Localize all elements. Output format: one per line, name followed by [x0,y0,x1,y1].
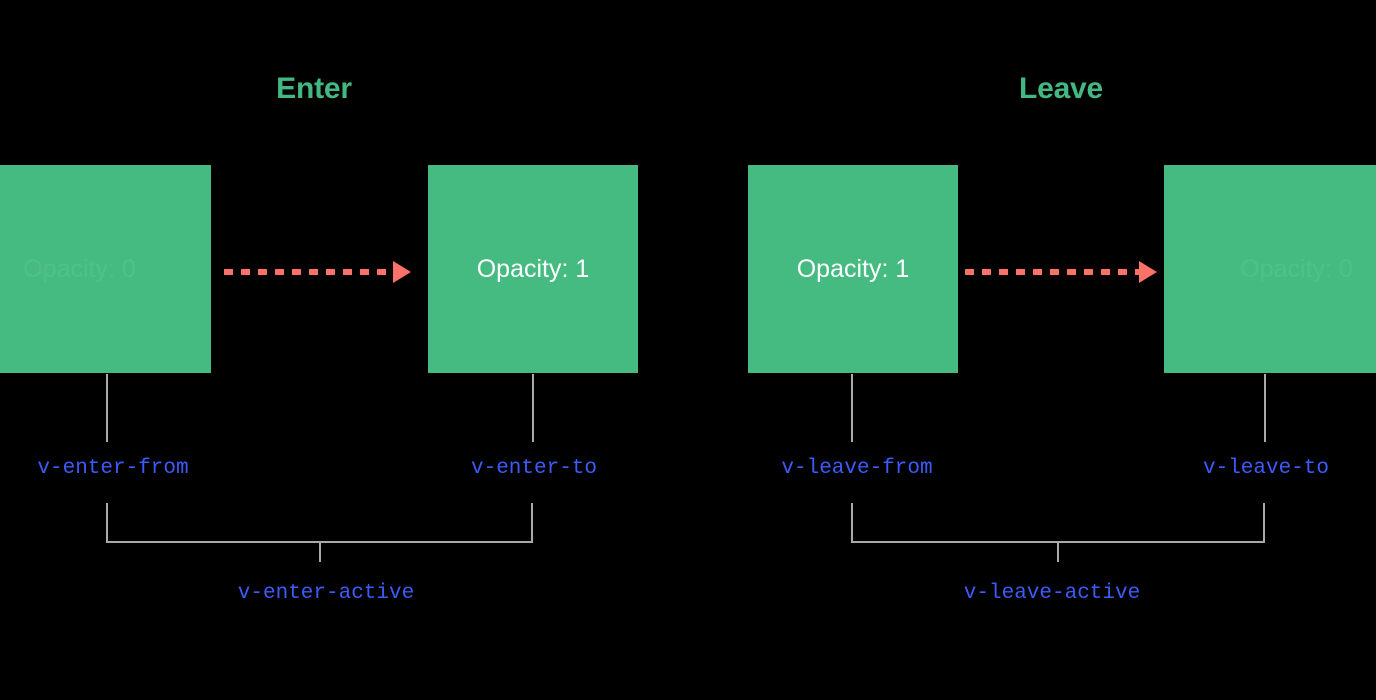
class-label-v-enter-active: v-enter-active [237,582,415,605]
transition-arrow-enter [224,261,411,283]
arrow-head-leave [1139,261,1157,283]
state-box-enter-from: Opacity: 0 [0,165,211,373]
class-label-v-leave-to: v-leave-to [1202,457,1330,480]
connector-stem-enter-to [532,374,534,442]
state-box-leave-from: Opacity: 1 [748,165,958,373]
connector-stem-enter-from [106,374,108,442]
bracket-leg-left-enter [106,503,108,543]
bracket-leave-active [851,503,1265,562]
connector-stem-leave-from [851,374,853,442]
class-label-v-leave-from: v-leave-from [781,457,933,480]
bracket-stem-enter [318,543,321,562]
class-label-v-enter-from: v-enter-from [37,457,189,480]
state-box-label-leave-from: Opacity: 1 [796,254,910,283]
bracket-leg-left-leave [851,503,853,543]
state-box-label-enter-to: Opacity: 1 [476,254,590,283]
transition-arrow-leave [965,261,1157,283]
arrow-head-enter [393,261,411,283]
section-title-enter: Enter [276,72,352,105]
bracket-stem-leave [1057,543,1059,562]
bracket-bar-enter [106,541,533,543]
bracket-bar-leave [851,541,1265,543]
state-box-label-enter-from: Opacity: 0 [23,254,136,283]
bracket-enter-active [106,503,533,562]
bracket-leg-right-leave [1263,503,1265,543]
bracket-leg-right-enter [531,503,533,543]
state-box-label-leave-to: Opacity: 0 [1240,254,1353,283]
arrow-line-leave [965,269,1141,275]
section-title-leave: Leave [1018,72,1104,105]
arrow-line-enter [224,269,395,275]
state-box-leave-to: Opacity: 0 [1164,165,1376,373]
connector-stem-leave-to [1264,374,1266,442]
state-box-enter-to: Opacity: 1 [428,165,638,373]
class-label-v-leave-active: v-leave-active [963,582,1141,605]
class-label-v-enter-to: v-enter-to [470,457,598,480]
